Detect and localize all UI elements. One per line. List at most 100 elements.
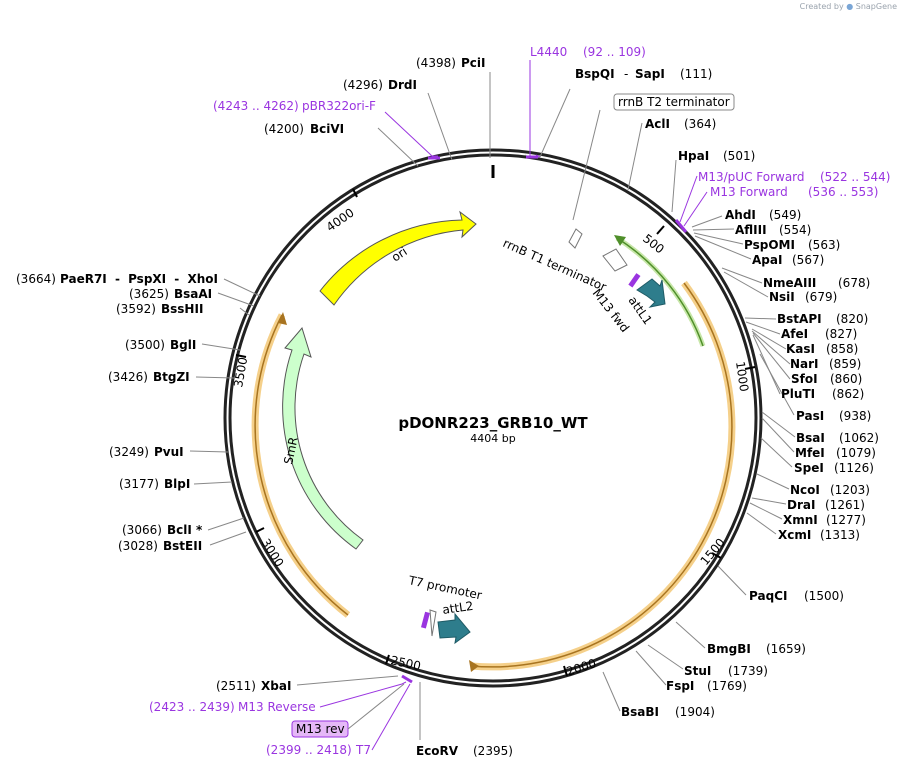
smr-label: SmR (281, 436, 300, 466)
site-bstapi-pos: (820) (836, 312, 868, 326)
site-paqci-pos: (1500) (804, 589, 844, 603)
site-drdi-pos: (4296) (343, 78, 383, 92)
site-afei: AfeI (781, 327, 808, 341)
site-fspi: FspI (666, 679, 694, 693)
site-hpai: HpaI (678, 149, 709, 163)
site-bcivi-pos: (4200) (264, 122, 304, 136)
primer-m13fwd-name: M13 Forward (710, 185, 788, 199)
site-ecorv: EcoRV (416, 744, 459, 758)
site-pasi-pos: (938) (839, 409, 871, 423)
site-bsabi: BsaBI (621, 705, 659, 719)
primer-m13rev-name: M13 Reverse (238, 700, 316, 714)
primer-l4440-range: (92 .. 109) (583, 45, 646, 59)
site-spei-pos: (1126) (834, 461, 874, 475)
t7-promoter-mark (429, 609, 437, 637)
leader-lines-left (189, 72, 491, 740)
credit-brand: SnapGene (855, 2, 897, 11)
orange-arc-right-line (470, 282, 733, 668)
primer-t7-range: (2399 .. 2418) (266, 743, 352, 757)
primer-pbr322-range: (4243 .. 4262) (213, 99, 299, 113)
site-nmeaiii: NmeAIII (763, 276, 816, 290)
site-hpai-pos: (501) (723, 149, 755, 163)
site-nsii-pos: (679) (805, 290, 837, 304)
orange-arc-left-head (278, 312, 287, 325)
m13-fwd-label: M13 fwd (590, 286, 632, 335)
site-bmgbi-pos: (1659) (766, 642, 806, 656)
m13-fwd-primer-mark (628, 273, 641, 288)
site-acli-pos: (364) (684, 117, 716, 131)
site-drai-pos: (1261) (825, 498, 865, 512)
credit-prefix: Created by (799, 2, 844, 11)
ori-feature (319, 210, 477, 306)
site-afliii: AflIII (735, 223, 767, 237)
site-paer7i: PaeR7I - PspXI - XhoI (60, 272, 218, 286)
plasmid-size: 4404 bp (470, 432, 515, 445)
orange-arc-right-head (469, 660, 479, 672)
site-ahdi: AhdI (725, 208, 756, 222)
tick-label-3500: 3500 (231, 356, 250, 389)
site-btgzi-pos: (3426) (108, 370, 148, 384)
rrnb-t1-label: rrnB T1 terminator (501, 236, 609, 294)
site-nari: NarI (790, 357, 819, 371)
site-bsshii-pos: (3592) (116, 302, 156, 316)
site-sfoi-pos: (860) (830, 372, 862, 386)
snapgene-credit: Created by ● SnapGene (800, 2, 897, 11)
plasmid-name: pDONR223_GRB10_WT (398, 414, 588, 432)
t7-promoter-label: T7 promoter (406, 573, 483, 602)
rrnb-t1-mark (602, 248, 628, 272)
site-bsai: BsaI (796, 431, 825, 445)
site-acli: AclI (645, 117, 670, 131)
m13-rev-box-leader (347, 683, 405, 730)
site-xcmi: XcmI (778, 528, 811, 542)
site-bsaai-pos: (3625) (129, 287, 169, 301)
site-pspomi-pos: (563) (808, 238, 840, 252)
site-pvui-pos: (3249) (109, 445, 149, 459)
site-bcli-pos: (3066) (122, 523, 162, 537)
site-spei: SpeI (794, 461, 824, 475)
site-pasi: PasI (796, 409, 824, 423)
site-afliii-pos: (554) (779, 223, 811, 237)
tick-label-500: 500 (640, 231, 667, 256)
site-xmni: XmnI (783, 513, 818, 527)
orange-arc-right (470, 280, 736, 671)
site-bmgbi: BmgBI (707, 642, 751, 656)
site-pcii: PciI (461, 56, 486, 70)
site-stui-pos: (1739) (728, 664, 768, 678)
site-bstapi: BstAPI (777, 312, 822, 326)
site-apai: ApaI (752, 253, 782, 267)
site-mfei-pos: (1079) (836, 446, 876, 460)
tick-label-2000: 2000 (565, 656, 598, 679)
m13-rev-backbone-mark (401, 674, 413, 684)
site-xbai: XbaI (261, 679, 291, 693)
site-dash: - (624, 67, 628, 81)
tick-4000 (352, 188, 358, 198)
site-paqci: PaqCI (749, 589, 787, 603)
site-ncoi: NcoI (790, 483, 820, 497)
snapgene-logo-icon: ● (846, 2, 854, 11)
site-bspqi: BspQI (575, 67, 615, 81)
rrnb-t2-label: rrnB T2 terminator (618, 95, 730, 109)
site-apai-pos: (567) (792, 253, 824, 267)
site-fspi-pos: (1769) (707, 679, 747, 693)
site-bsteii-pos: (3028) (118, 539, 158, 553)
site-kasi-pos: (858) (826, 342, 858, 356)
site-bsteii: BstEII (163, 539, 202, 553)
m13-rev-label: M13 rev (296, 722, 345, 736)
tick-1000 (744, 366, 756, 370)
attl2-label: attL2 (441, 599, 474, 617)
tick-label-1000: 1000 (733, 360, 751, 392)
tick-3500 (235, 354, 247, 358)
m13-rev-primer-mark (420, 611, 430, 629)
m13-fwd-backbone-mark (674, 219, 688, 233)
primer-pbr322-name: pBR322ori-F (302, 99, 376, 113)
site-sfoi: SfoI (791, 372, 818, 386)
primer-m13puc-name: M13/pUC Forward (698, 170, 805, 184)
tick-1500 (711, 552, 722, 559)
tick-label-4000: 4000 (324, 205, 357, 234)
site-sapi: SapI (635, 67, 665, 81)
rrnb-t2-box (613, 93, 735, 111)
site-nsii: NsiI (769, 290, 795, 304)
leader-lines-right (524, 88, 796, 712)
attl2-feature (437, 612, 471, 645)
